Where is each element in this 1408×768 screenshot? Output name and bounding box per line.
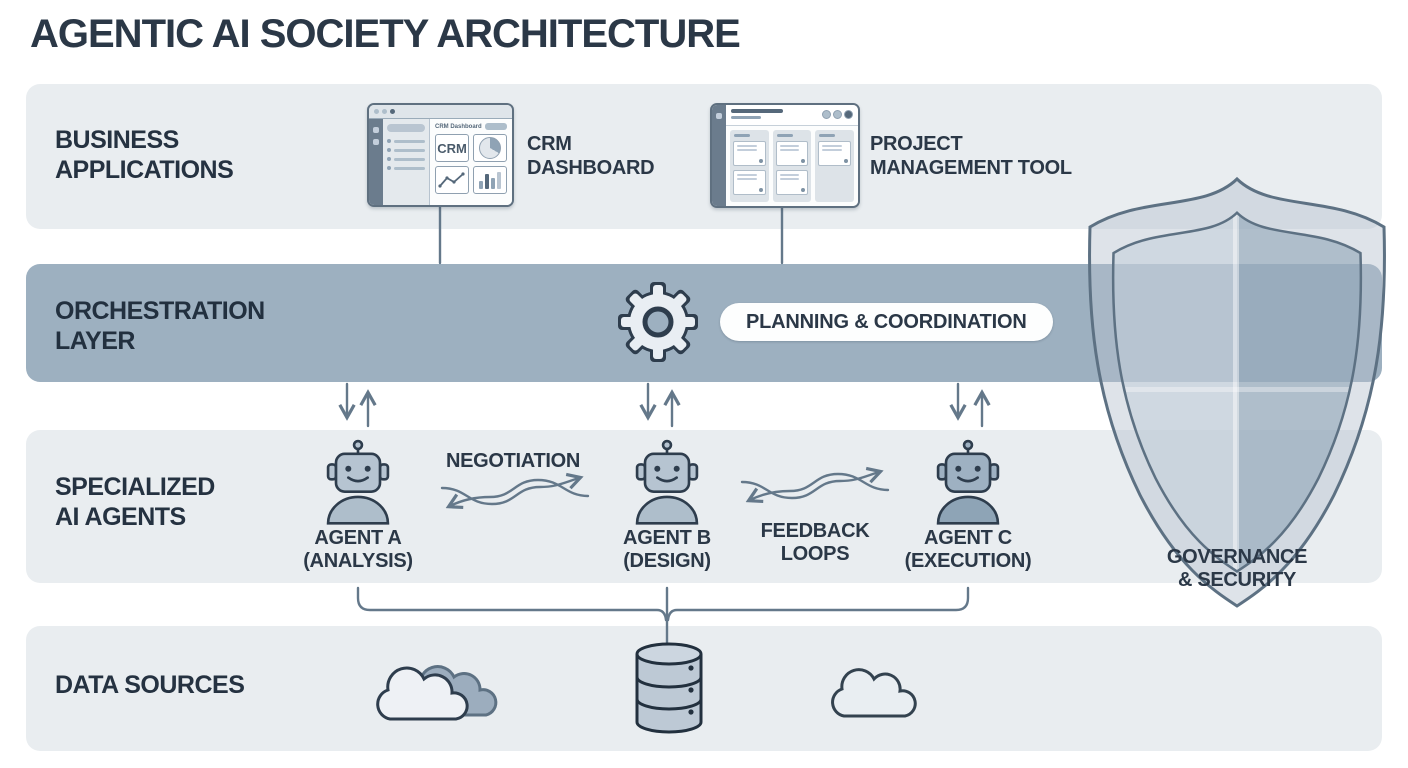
line-chart-icon bbox=[435, 166, 469, 194]
cloud-icon bbox=[831, 668, 917, 718]
label-orchestration-layer: ORCHESTRATION LAYER bbox=[55, 297, 265, 355]
browser-chrome-dots-icon bbox=[369, 105, 512, 119]
pm-avatars-icon bbox=[822, 110, 853, 119]
label-data-sources: DATA SOURCES bbox=[55, 671, 245, 699]
crm-sidebar-icon bbox=[383, 119, 430, 205]
bracket-right bbox=[666, 586, 970, 622]
gear-icon bbox=[618, 282, 698, 362]
bar-chart-icon bbox=[473, 166, 507, 194]
crm-header-button-icon bbox=[485, 123, 507, 130]
planning-coordination-pill: PLANNING & COORDINATION bbox=[720, 303, 1053, 341]
negotiation-label: NEGOTIATION bbox=[445, 450, 581, 472]
pm-window-header bbox=[726, 105, 858, 126]
kanban-board-window-icon bbox=[710, 103, 860, 208]
feedback-loops-label: FEEDBACK LOOPS bbox=[760, 520, 870, 565]
project-tool-caption: PROJECT MANAGEMENT TOOL bbox=[870, 133, 1072, 179]
governance-security-label: GOVERNANCE & SECURITY bbox=[1166, 546, 1308, 591]
label-specialized-ai-agents: SPECIALIZED AI AGENTS bbox=[55, 473, 215, 531]
label-business-applications: BUSINESS APPLICATIONS bbox=[55, 126, 234, 184]
crm-window-title: CRM Dashboard bbox=[435, 123, 482, 130]
agent-a-label: AGENT A (ANALYSIS) bbox=[303, 527, 413, 572]
pm-left-rail-icon bbox=[712, 105, 726, 206]
agent-b-label: AGENT B (DESIGN) bbox=[623, 527, 711, 572]
page-title: AGENTIC AI SOCIETY ARCHITECTURE bbox=[30, 12, 741, 56]
crm-text-tile: CRM bbox=[435, 134, 469, 162]
crm-dashboard-caption: CRM DASHBOARD bbox=[527, 133, 655, 179]
database-cylinder-icon bbox=[635, 642, 703, 734]
agent-c-label: AGENT C (EXECUTION) bbox=[904, 527, 1032, 572]
pm-kanban-columns bbox=[726, 126, 858, 206]
robot-agent-icon-c bbox=[936, 439, 1000, 525]
pie-chart-icon bbox=[473, 134, 507, 162]
crm-left-rail-icon bbox=[369, 119, 383, 205]
crm-dashboard-window-icon: CRM Dashboard CRM bbox=[367, 103, 514, 207]
band-data-sources bbox=[26, 626, 1382, 751]
double-cloud-icon bbox=[376, 665, 498, 721]
robot-agent-icon-a bbox=[326, 439, 390, 525]
robot-agent-icon-b bbox=[635, 439, 699, 525]
bracket-left bbox=[356, 586, 668, 622]
